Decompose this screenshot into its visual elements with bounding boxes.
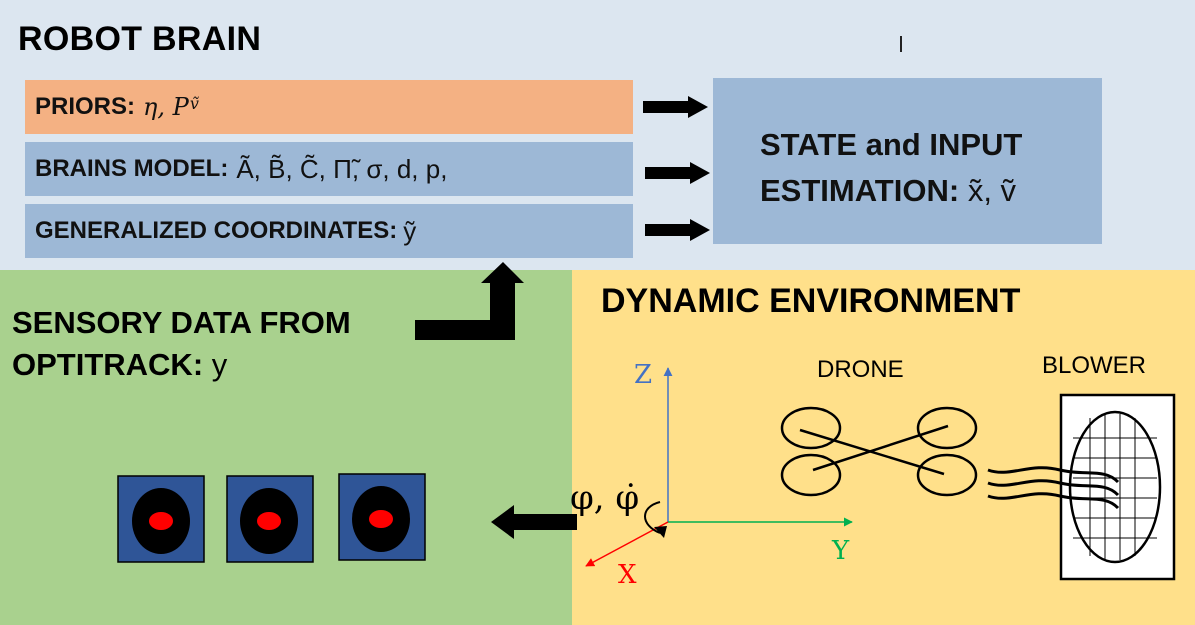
rotation-icon: [644, 501, 661, 534]
axis-y-label: Y: [832, 536, 850, 566]
generalized-coordinates-label: GENERALIZED COORDINATES:: [35, 217, 398, 244]
drone-label: DRONE: [817, 356, 904, 383]
estimation-line2-row: ESTIMATION: x̃, ṽ: [760, 168, 1022, 214]
wind-icon: [987, 466, 1120, 510]
arrow-model-to-estimation: [645, 162, 710, 184]
camera-icon: [226, 475, 314, 563]
axis-x-label: X: [618, 560, 637, 590]
arrow-environment-to-cameras: [491, 505, 577, 539]
sensory-symbol: y: [211, 347, 228, 382]
estimation-symbols: x̃, ṽ: [967, 173, 1017, 208]
priors-symbols: η, P: [143, 93, 189, 121]
priors-label: PRIORS:: [35, 93, 136, 120]
blower-label: BLOWER: [1042, 352, 1147, 379]
arrow-priors-to-estimation: [643, 96, 708, 118]
text-cursor-mark: [900, 36, 902, 52]
brains-model-label: BRAINS MODEL:: [35, 155, 229, 182]
priors-superscript: ṽ: [189, 93, 199, 113]
arrow-coords-to-estimation: [645, 219, 710, 241]
sensory-line2-row: OPTITRACK: y: [12, 344, 351, 386]
brains-model-box: BRAINS MODEL: Ã, B̃, C̃, Π̃, σ, d, p,: [25, 142, 633, 196]
generalized-coordinates-box: GENERALIZED COORDINATES: ỹ: [25, 204, 633, 258]
generalized-coordinates-value: ỹ: [403, 215, 417, 246]
sensory-line1: SENSORY DATA FROM: [12, 305, 351, 340]
arrow-sensory-to-coordinates: [415, 262, 524, 340]
sensory-line2: OPTITRACK:: [12, 347, 204, 382]
robot-brain-title: ROBOT BRAIN: [18, 20, 262, 58]
coordinate-axes: [585, 367, 853, 567]
brains-model-values: Ã, B̃, C̃, Π̃, σ, d, p,: [236, 153, 448, 184]
state-estimation-text: STATE and INPUT ESTIMATION: x̃, ṽ: [760, 122, 1022, 214]
priors-box: PRIORS: η, P ṽ: [25, 80, 633, 134]
sensory-data-text: SENSORY DATA FROM OPTITRACK: y: [12, 302, 351, 386]
blower-icon: [1059, 393, 1176, 581]
drone-icon: [780, 406, 978, 497]
camera-icon: [338, 473, 426, 561]
axis-z-label: Z: [634, 360, 653, 390]
camera-icon: [117, 475, 205, 563]
angle-label: φ, φ̇: [570, 478, 640, 518]
environment-title: DYNAMIC ENVIRONMENT: [601, 282, 1021, 320]
estimation-line2: ESTIMATION:: [760, 173, 960, 208]
estimation-line1: STATE and INPUT: [760, 127, 1023, 162]
state-estimation-box: [713, 78, 1102, 244]
